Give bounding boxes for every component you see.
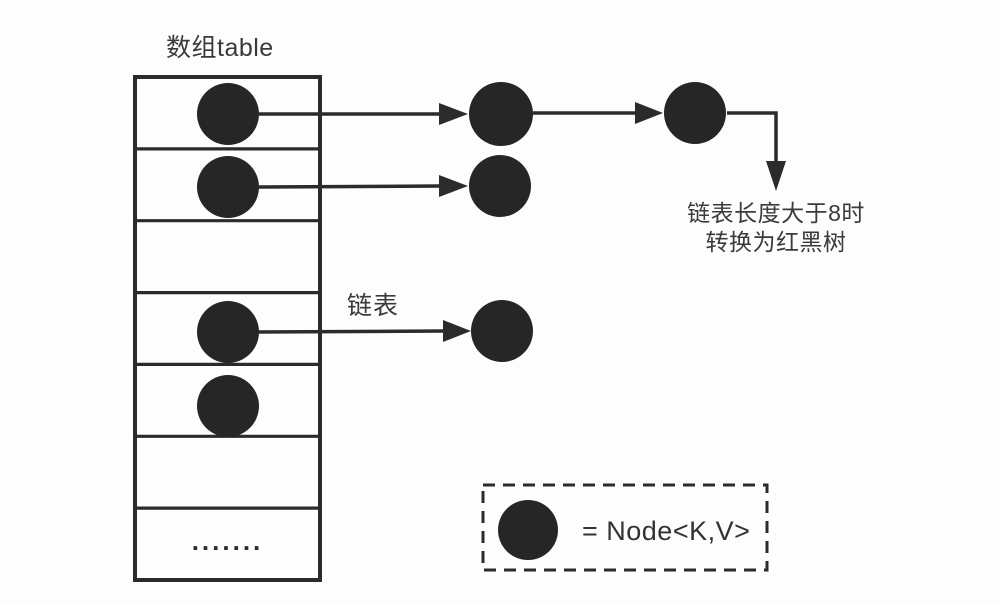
array-title-label: 数组table: [166, 34, 274, 62]
array-ellipsis-row: .......: [191, 526, 264, 556]
node-circle: [664, 82, 726, 144]
node-circle: [197, 156, 259, 218]
legend-border: [481, 483, 769, 572]
legend-node-circle: [498, 500, 558, 560]
legend-box: [481, 483, 769, 572]
node-circle: [471, 300, 533, 362]
node-circle: [197, 301, 259, 363]
linked-list-nodes: [469, 82, 726, 362]
treeify-note-line1: 链表长度大于8时: [687, 200, 865, 226]
node-circle: [197, 83, 259, 145]
treeify-note: 链表长度大于8时 转换为红黑树: [660, 199, 892, 257]
arrow-node-to-node: [533, 102, 663, 124]
arrow-elbow-to-note: [727, 111, 786, 191]
arrows: [257, 102, 786, 342]
arrow-row2-to-node: [258, 175, 468, 197]
node-circle: [469, 155, 531, 217]
node-circle: [469, 82, 533, 146]
node-circle: [197, 375, 259, 437]
legend-node-definition: = Node<K,V>: [582, 516, 751, 546]
bucket-nodes: [197, 83, 259, 437]
array-table: [133, 75, 322, 582]
arrow-row1-to-node: [259, 103, 468, 125]
treeify-note-line2: 转换为红黑树: [705, 229, 847, 255]
arrow-row4-to-node: [257, 320, 471, 342]
array-outline: [133, 75, 322, 582]
linked-list-label: 链表: [347, 292, 400, 320]
